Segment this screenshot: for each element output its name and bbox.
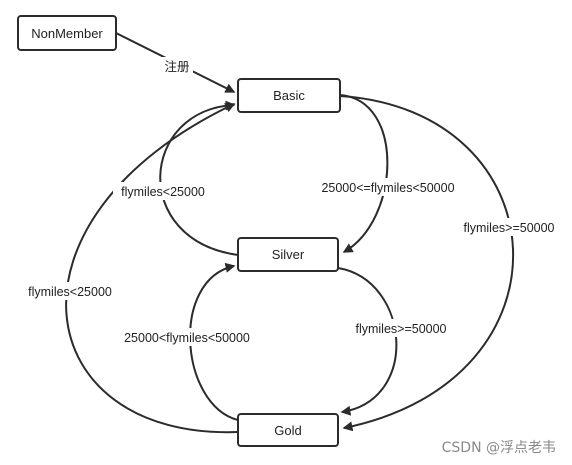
edge-label-bg-silver-to-basic bbox=[113, 182, 213, 200]
edge-basic-to-silver bbox=[339, 94, 389, 253]
state-basic-label: Basic bbox=[273, 88, 305, 103]
state-nonmember-label: NonMember bbox=[31, 26, 103, 41]
state-basic: Basic bbox=[237, 78, 341, 113]
edge-label-silver-to-gold: flymiles>=50000 bbox=[355, 322, 446, 336]
edge-label-bg-gold-to-silver bbox=[114, 328, 260, 346]
edge-label-gold-to-silver: 25000<flymiles<50000 bbox=[124, 331, 250, 345]
edge-label-bg-nonmember-to-basic bbox=[161, 57, 193, 75]
edge-gold-to-basic bbox=[65, 103, 239, 434]
edge-basic-to-gold bbox=[339, 95, 514, 432]
state-gold-box bbox=[237, 413, 339, 447]
edge-label-bg-silver-to-gold bbox=[348, 319, 454, 337]
edge-label-gold-to-basic: flymiles<25000 bbox=[28, 285, 112, 299]
state-gold-label: Gold bbox=[274, 423, 301, 438]
edge-silver-to-gold bbox=[337, 267, 398, 416]
state-nonmember: NonMember bbox=[17, 15, 117, 51]
edge-label-bg-basic-to-gold bbox=[456, 218, 562, 236]
state-silver-label: Silver bbox=[272, 247, 305, 262]
edge-label-basic-to-silver: 25000<=flymiles<50000 bbox=[321, 181, 454, 195]
edge-label-nonmember-to-basic: 注册 bbox=[164, 59, 189, 74]
watermark: CSDN @浮点老韦 bbox=[442, 440, 556, 456]
state-silver: Silver bbox=[237, 237, 339, 272]
edge-silver-to-basic bbox=[159, 100, 239, 256]
state-gold: Gold bbox=[237, 413, 339, 447]
edge-label-bg-gold-to-basic bbox=[20, 282, 120, 300]
edge-label-basic-to-gold: flymiles>=50000 bbox=[463, 221, 554, 235]
edge-label-silver-to-basic: flymiles<25000 bbox=[121, 185, 205, 199]
edge-label-bg-basic-to-silver bbox=[312, 178, 464, 196]
